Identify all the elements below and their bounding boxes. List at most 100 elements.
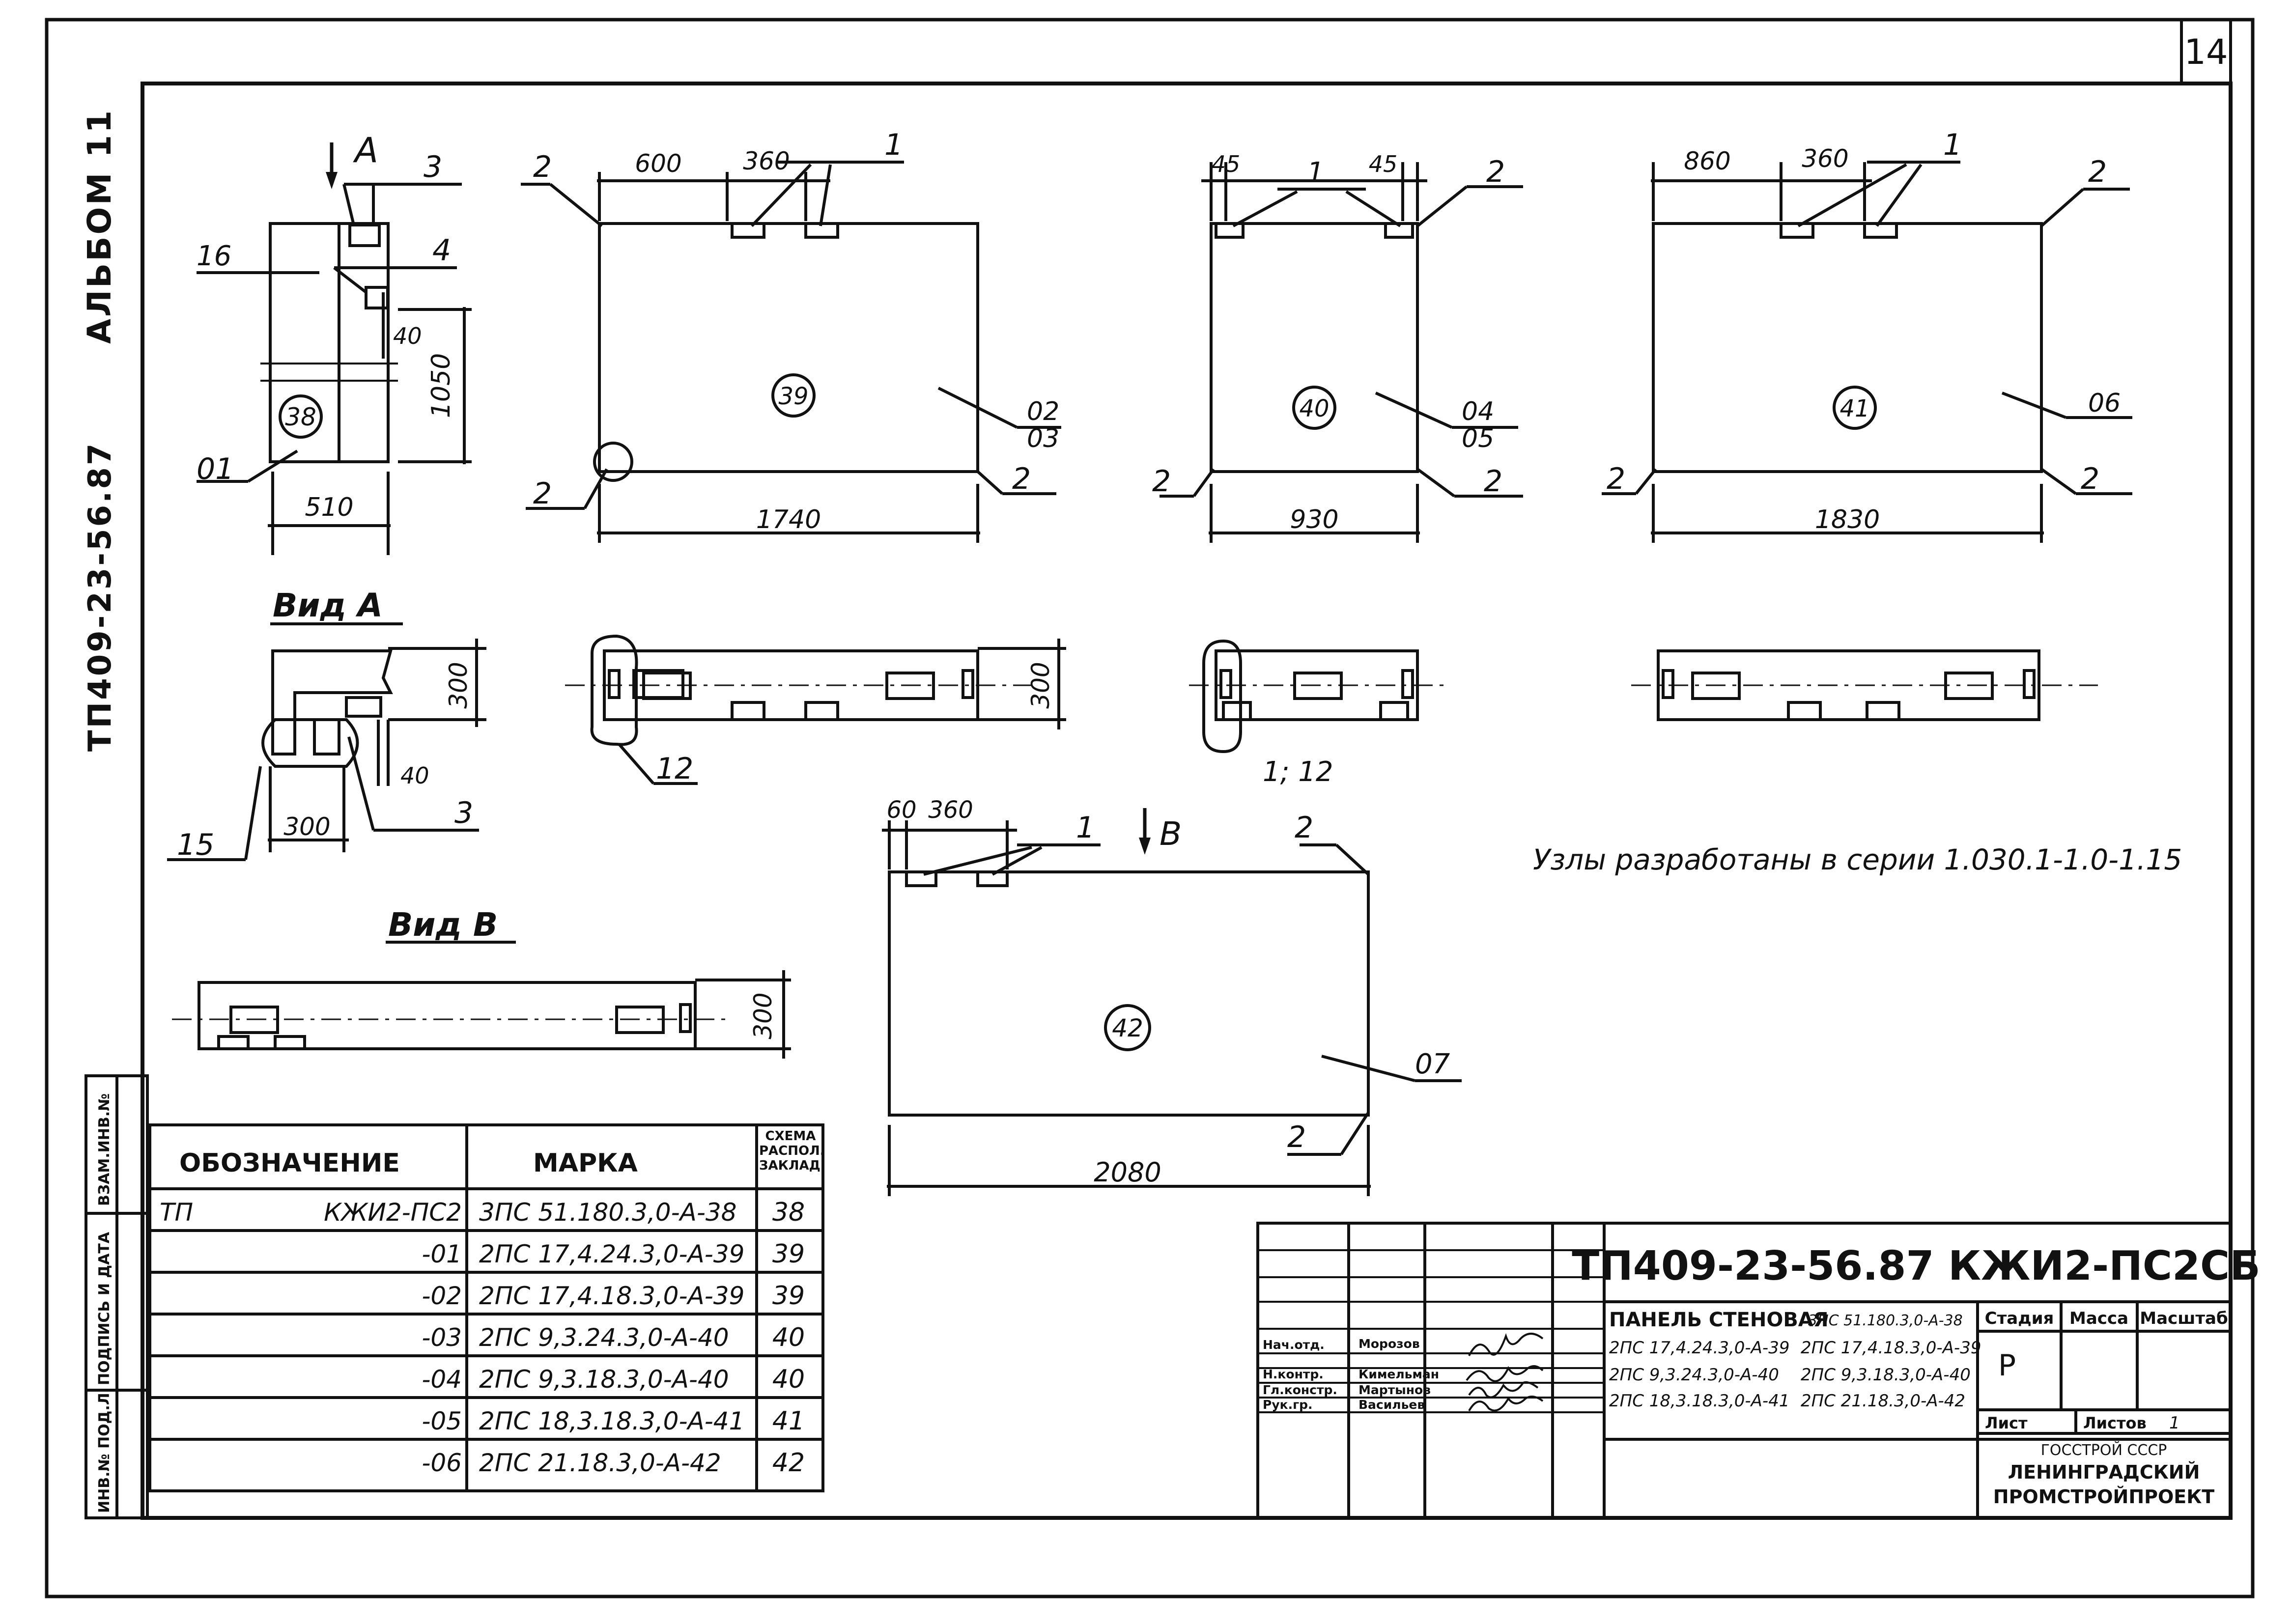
table-row-prefix: ТП <box>160 1198 193 1227</box>
leader-2-40-c: 2 <box>1484 464 1502 499</box>
series-label: ТП409-23-56.87 <box>82 442 118 752</box>
title-mark-5: 2ПС 9,3.18.3,0-А-40 <box>1801 1365 1971 1385</box>
signature-3 <box>1468 1381 1539 1399</box>
panel-40-plan <box>1189 639 1449 754</box>
panel-39-plan-dim-300: 300 <box>1026 662 1055 708</box>
table-row-designation: -02 <box>422 1282 462 1310</box>
stage-label: Стадия <box>1985 1309 2054 1328</box>
org-line-1: ГОССТРОЙ СССР <box>2041 1441 2167 1459</box>
view-b-dim-300: 300 <box>749 992 777 1039</box>
table-row-designation: -01 <box>422 1240 462 1268</box>
signature-4 <box>1468 1396 1544 1412</box>
staff-role: Рук.гр. <box>1263 1398 1313 1412</box>
mark-02: 02 <box>1027 397 1059 426</box>
leader-01-38: 01 <box>197 452 234 486</box>
title-mark-3: 2ПС 17,4.18.3,0-А-39 <box>1801 1338 1981 1358</box>
staff-name: Мартынов <box>1358 1383 1431 1397</box>
leader-1-42: 1 <box>1076 811 1095 845</box>
table-row-mark: 2ПС 9,3.24.3,0-А-40 <box>479 1323 729 1352</box>
panel-39-plan <box>565 634 1066 785</box>
leader-4-38: 4 <box>432 233 451 268</box>
dim-40-38: 40 <box>393 323 422 349</box>
sheets-value: 1 <box>2169 1413 2180 1433</box>
leader-16-38: 16 <box>197 240 231 272</box>
view-b-arrow-label: В <box>1160 815 1182 853</box>
sheet-frames <box>45 18 2255 1598</box>
panel-39-marker <box>771 373 816 418</box>
staff-role: Н.контр. <box>1263 1367 1324 1381</box>
dim-510: 510 <box>305 493 353 522</box>
org-line-3: ПРОМСТРОЙПРОЕКТ <box>1993 1486 2215 1508</box>
panel-39-number: 39 <box>778 383 808 410</box>
sheets-label: Листов <box>2083 1414 2147 1432</box>
dim-930: 930 <box>1290 505 1338 534</box>
panel-41-number: 41 <box>1839 395 1869 422</box>
series-note: Узлы разработаны в серии 1.030.1-1.0-1.1… <box>1533 843 2182 876</box>
section-38-number: 38 <box>285 403 316 431</box>
view-a-title: Вид А <box>273 587 383 624</box>
scale-label: Масштаб <box>2140 1309 2228 1328</box>
view-a-dim-40: 40 <box>400 762 429 789</box>
table-row-designation: -03 <box>422 1323 462 1352</box>
leader-3-38: 3 <box>424 150 442 184</box>
dim-45-left: 45 <box>1212 151 1241 177</box>
signature-1 <box>1468 1333 1544 1356</box>
panel-40 <box>1160 162 1523 543</box>
leader-12: 12 <box>656 752 693 786</box>
side-stamp-col2: ПОДПИСЬ И ДАТА <box>96 1232 113 1385</box>
spec-header-scheme: СХЕМА РАСПОЛ. ЗАКЛАД. <box>759 1129 822 1173</box>
title-block-grid <box>1256 1222 2232 1519</box>
signatures <box>1466 1333 1544 1412</box>
dim-360-41: 360 <box>1802 144 1848 173</box>
table-row-designation: -04 <box>422 1365 462 1394</box>
section-38 <box>197 142 472 555</box>
table-row-mark: 2ПС 17,4.18.3,0-А-39 <box>479 1282 744 1310</box>
table-row-designation: -06 <box>422 1449 462 1477</box>
title-panel-name: ПАНЕЛЬ СТЕНОВАЯ <box>1609 1309 1829 1331</box>
side-stamp-col1: ИНВ.№ ПОД.Л. <box>96 1387 113 1513</box>
table-row-scheme: 39 <box>772 1239 805 1269</box>
table-row-scheme: 42 <box>772 1448 805 1478</box>
dim-60: 60 <box>886 796 916 824</box>
leader-2-39-c: 2 <box>1012 462 1031 496</box>
mark-05: 05 <box>1462 424 1494 453</box>
table-row-scheme: 38 <box>772 1198 805 1227</box>
table-row-mark: 2ПС 17,4.24.3,0-А-39 <box>479 1240 744 1268</box>
leader-2-39-a: 2 <box>533 150 552 184</box>
page-number: 14 <box>2184 32 2228 72</box>
panel-41-marker <box>1833 386 1877 430</box>
mass-label: Масса <box>2069 1309 2128 1328</box>
title-mark-6: 2ПС 18,3.18.3,0-А-41 <box>1609 1391 1789 1411</box>
dim-600: 600 <box>635 149 681 178</box>
spec-header-designation: ОБОЗНАЧЕНИЕ <box>179 1148 400 1178</box>
view-a-dim-300-horizontal: 300 <box>283 812 330 841</box>
signature-2 <box>1466 1365 1544 1382</box>
panel-42 <box>882 808 1462 1196</box>
side-stamp <box>85 1074 149 1519</box>
leader-2-40-a: 2 <box>1486 155 1505 189</box>
leader-1-39: 1 <box>884 128 903 162</box>
view-a-dim-300-vertical: 300 <box>444 662 473 708</box>
dim-360-42: 360 <box>928 796 973 824</box>
table-row-scheme: 39 <box>772 1281 805 1311</box>
mark-03: 03 <box>1027 424 1059 453</box>
title-mark-1: 3ПС 51.180.3,0-А-38 <box>1808 1312 1963 1329</box>
leader-1-41: 1 <box>1943 128 1962 162</box>
album-label: АЛЬБОМ 11 <box>81 109 118 344</box>
staff-role: Гл.констр. <box>1263 1383 1337 1397</box>
dim-360-39: 360 <box>743 147 790 175</box>
staff-role: Нач.отд. <box>1263 1338 1325 1352</box>
table-row-designation: -05 <box>422 1407 462 1435</box>
dim-1830: 1830 <box>1815 505 1880 534</box>
dim-2080: 2080 <box>1094 1157 1161 1188</box>
table-row-scheme: 41 <box>772 1406 805 1436</box>
staff-name: Кимельман <box>1358 1367 1439 1381</box>
spec-rows: ТП КЖИ2-ПС2 3ПС 51.180.3,0-А-38 38 -01 2… <box>160 1198 805 1478</box>
dim-860: 860 <box>1684 147 1730 175</box>
side-stamp-col3: ВЗАМ.ИНВ.№ <box>96 1093 113 1206</box>
leader-3-view-a: 3 <box>454 796 473 830</box>
leader-1-40: 1 <box>1307 157 1325 189</box>
sheet-label: Лист <box>1985 1414 2028 1432</box>
panel-40-marker <box>1292 386 1336 430</box>
